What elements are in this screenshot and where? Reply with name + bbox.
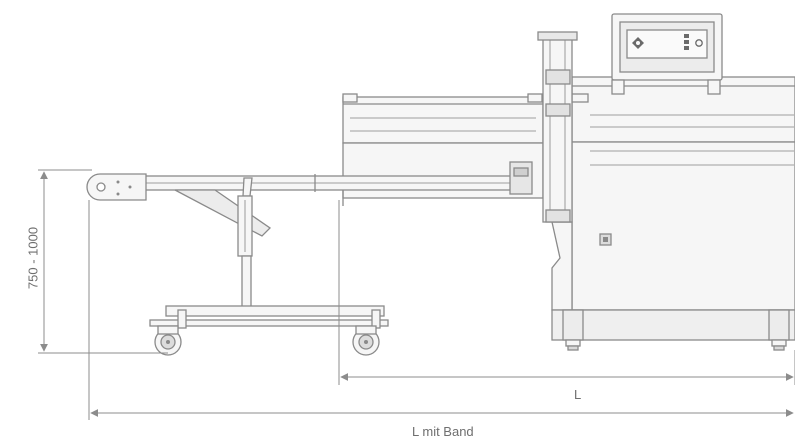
vertical-dimension-line	[38, 169, 168, 354]
caster-wheel-left	[154, 325, 182, 356]
length-with-belt-label: L mit Band	[412, 424, 474, 439]
conveyor-stand	[149, 177, 389, 329]
caster-wheel-right	[352, 325, 380, 356]
vertical-column	[537, 31, 578, 223]
control-switch-icon	[684, 34, 703, 50]
height-range-label: 750 - 1000	[25, 226, 41, 290]
conveyor-belt	[139, 161, 533, 206]
length-dimension-line	[338, 200, 795, 385]
control-panel	[611, 13, 723, 95]
control-dial-icon	[632, 37, 644, 49]
length-with-belt-dimension-line	[88, 200, 794, 420]
conveyor-end-roller	[86, 173, 147, 201]
length-label: L	[574, 387, 582, 402]
